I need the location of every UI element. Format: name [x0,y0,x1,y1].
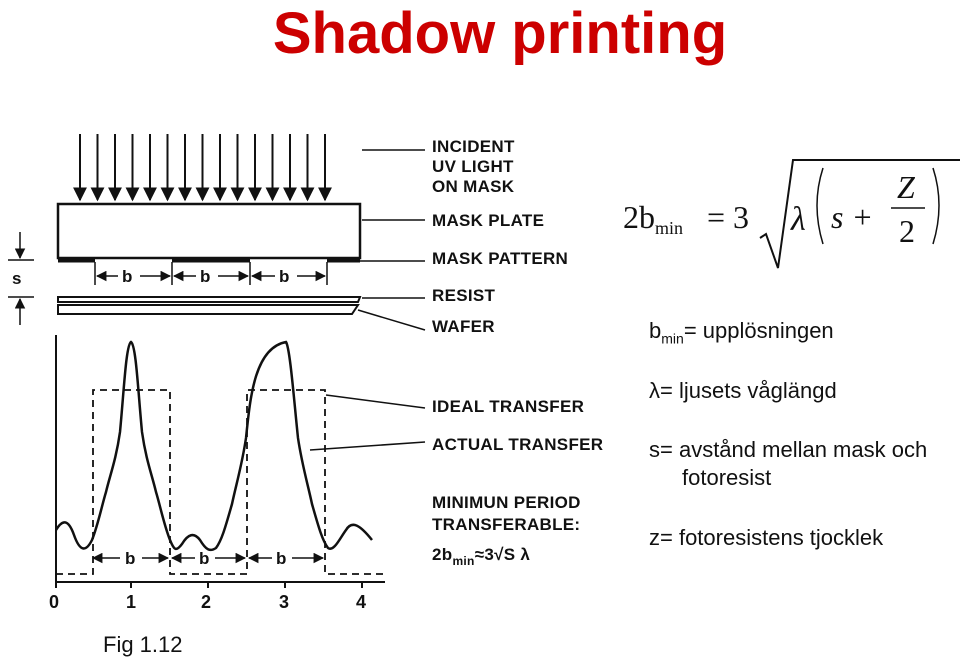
label-actual-transfer: ACTUAL TRANSFER [432,435,603,454]
uv-light-arrows [73,134,332,202]
label-wafer: WAFER [432,317,495,336]
definition-s-line2: fotoresist [682,465,772,490]
formula-sqrt [759,159,960,269]
x-tick-1: 1 [126,592,136,612]
resist-layer [57,296,362,303]
resolution-formula: 2bmin = 3 λ s + Z 2 [623,159,960,269]
label-mask-plate: MASK PLATE [432,211,544,230]
actual-transfer-curve [54,340,373,552]
leader-lines [309,149,426,451]
label-mask-pattern: MASK PATTERN [432,249,568,268]
label-resist: RESIST [432,286,496,305]
graph-b-label-3: b [276,549,287,568]
wafer-layer [57,304,360,315]
s-gap-dimension [8,232,34,325]
formula-eq: = 3 [707,199,749,235]
x-tick-0: 0 [49,592,59,612]
figure-caption: Fig 1.12 [103,632,183,657]
ideal-transfer-curve [56,389,385,575]
label-min-period-2: TRANSFERABLE: [432,515,580,534]
formula-lhs-sub: min [655,218,683,238]
label-min-formula: 2bmin≈3√S λ [432,545,530,568]
label-incident-3: ON MASK [432,177,515,196]
formula-lambda: λ [790,201,806,238]
mask-b-label-2: b [200,267,211,286]
s-gap-label: s [12,269,22,288]
formula-z: Z [897,169,916,205]
mask-b-dimensions [94,262,328,285]
definition-lambda: λ= ljusets våglängd [649,378,837,403]
mask-b-label-1: b [122,267,133,286]
formula-s-plus: s + [831,199,873,235]
transfer-graph-axes [55,335,385,588]
definition-bmin: bmin= upplösningen [649,318,834,347]
slide-title: Shadow printing [272,1,728,66]
graph-b-label-2: b [199,549,210,568]
label-ideal-transfer: IDEAL TRANSFER [432,397,584,416]
label-incident-2: UV LIGHT [432,157,514,176]
definition-z: z= fotoresistens tjocklek [649,525,884,550]
x-tick-4: 4 [356,592,366,612]
graph-b-label-1: b [125,549,136,568]
svg-text:2bmin: 2bmin [623,199,683,238]
formula-two: 2 [899,213,915,249]
label-incident-1: INCIDENT [432,137,515,156]
definition-s-line1: s= avstånd mellan mask och [649,437,928,462]
mask-plate [56,202,362,260]
mask-b-label-3: b [279,267,290,286]
shadow-printing-diagram: b b b s 0 1 2 3 4 b b b [8,134,603,612]
x-axis-ticks: 0 1 2 3 4 [49,592,366,612]
formula-lhs: 2b [623,199,655,235]
label-min-period-1: MINIMUN PERIOD [432,493,581,512]
x-tick-3: 3 [279,592,289,612]
x-tick-2: 2 [201,592,211,612]
